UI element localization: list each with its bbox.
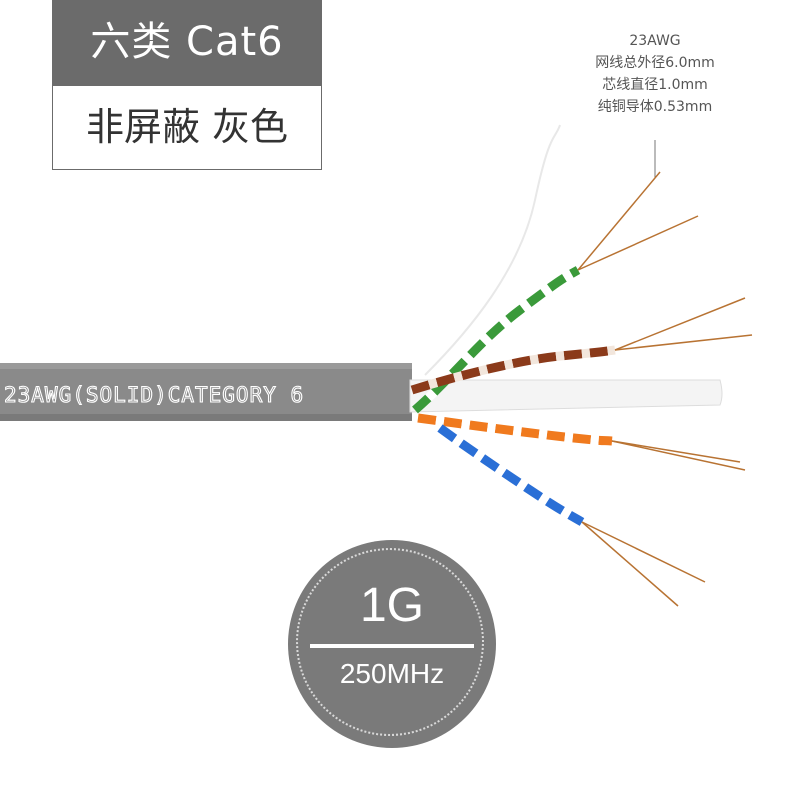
jacket-shadow xyxy=(0,414,412,421)
spec-awg: 23AWG xyxy=(629,33,681,49)
blue-pair xyxy=(437,424,585,526)
speed-badge: 1G 250MHz xyxy=(288,540,496,748)
brown-pair xyxy=(410,345,616,395)
orange-pair xyxy=(417,413,613,446)
jacket-highlight xyxy=(0,363,412,369)
orange-copper-1 xyxy=(611,440,741,463)
blue-white-wire xyxy=(437,424,585,526)
spec-list: 23AWG 网线总外径6.0mm 芯线直径1.0mm 纯铜导体0.53mm xyxy=(560,30,750,118)
title-box: 六类 Cat6 非屏蔽 灰色 xyxy=(52,0,322,170)
badge-divider xyxy=(310,644,474,648)
blue-copper-1 xyxy=(581,521,706,583)
badge-dotted-ring xyxy=(296,548,484,736)
jacket-print: 23AWG(SOLID)CATEGORY 6 xyxy=(4,383,304,407)
brown-copper-2 xyxy=(614,334,753,351)
brown-copper-1 xyxy=(614,297,746,351)
spec-conductor: 纯铜导体0.53mm xyxy=(597,99,713,115)
green-copper-1 xyxy=(577,171,661,271)
cable-jacket xyxy=(0,363,412,421)
rip-cord xyxy=(424,124,561,376)
product-title: 六类 Cat6 xyxy=(52,0,322,85)
green-copper-2 xyxy=(577,215,699,271)
orange-copper-2 xyxy=(611,440,746,471)
badge-speed: 1G xyxy=(359,579,425,632)
product-subtitle: 非屏蔽 灰色 xyxy=(52,85,322,170)
badge-frequency: 250MHz xyxy=(339,658,445,689)
cable-spline xyxy=(409,379,723,413)
spec-core-diameter: 芯线直径1.0mm xyxy=(602,77,708,93)
spec-outer-diameter: 网线总外径6.0mm xyxy=(595,55,715,71)
blue-copper-2 xyxy=(581,521,679,607)
